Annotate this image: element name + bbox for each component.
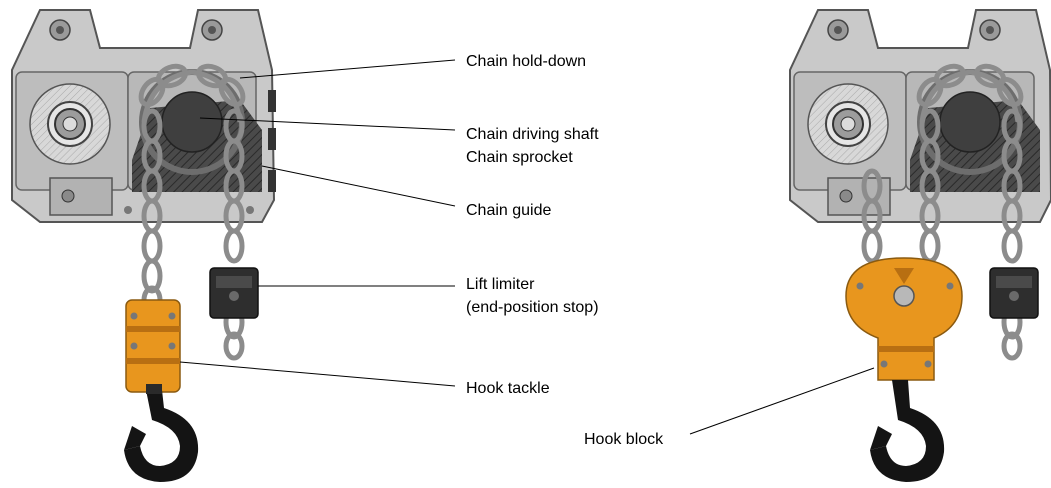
leader-chain-driving-shaft xyxy=(199,117,456,131)
hook-block-body xyxy=(845,257,963,381)
label-chain-sprocket: Chain sprocket xyxy=(466,149,573,166)
hook-left xyxy=(124,384,199,482)
lift-limiter-right xyxy=(989,267,1039,319)
leader-chain-guide xyxy=(261,165,456,207)
hook-right xyxy=(870,380,945,482)
hook-tackle-body xyxy=(125,299,181,393)
label-hook-block: Hook block xyxy=(584,431,664,448)
label-chain-guide: Chain guide xyxy=(466,202,552,219)
callout-lines xyxy=(179,59,875,435)
chain-right xyxy=(861,63,1024,361)
label-end-position-stop: (end-position stop) xyxy=(466,299,599,316)
leader-hook-tackle xyxy=(179,361,456,387)
hoist-right xyxy=(789,9,1051,482)
hoist-left xyxy=(11,9,276,482)
leader-chain-hold-down xyxy=(239,59,456,79)
chain-left xyxy=(138,63,246,361)
label-hook-tackle: Hook tackle xyxy=(466,380,550,397)
lift-limiter-left xyxy=(209,267,259,319)
label-lift-limiter: Lift limiter xyxy=(466,276,535,293)
callout-labels: Chain hold-down Chain driving shaft Chai… xyxy=(466,53,664,448)
leader-hook-block xyxy=(689,367,875,435)
label-chain-hold-down: Chain hold-down xyxy=(466,53,586,70)
label-chain-driving-shaft: Chain driving shaft xyxy=(466,126,599,143)
